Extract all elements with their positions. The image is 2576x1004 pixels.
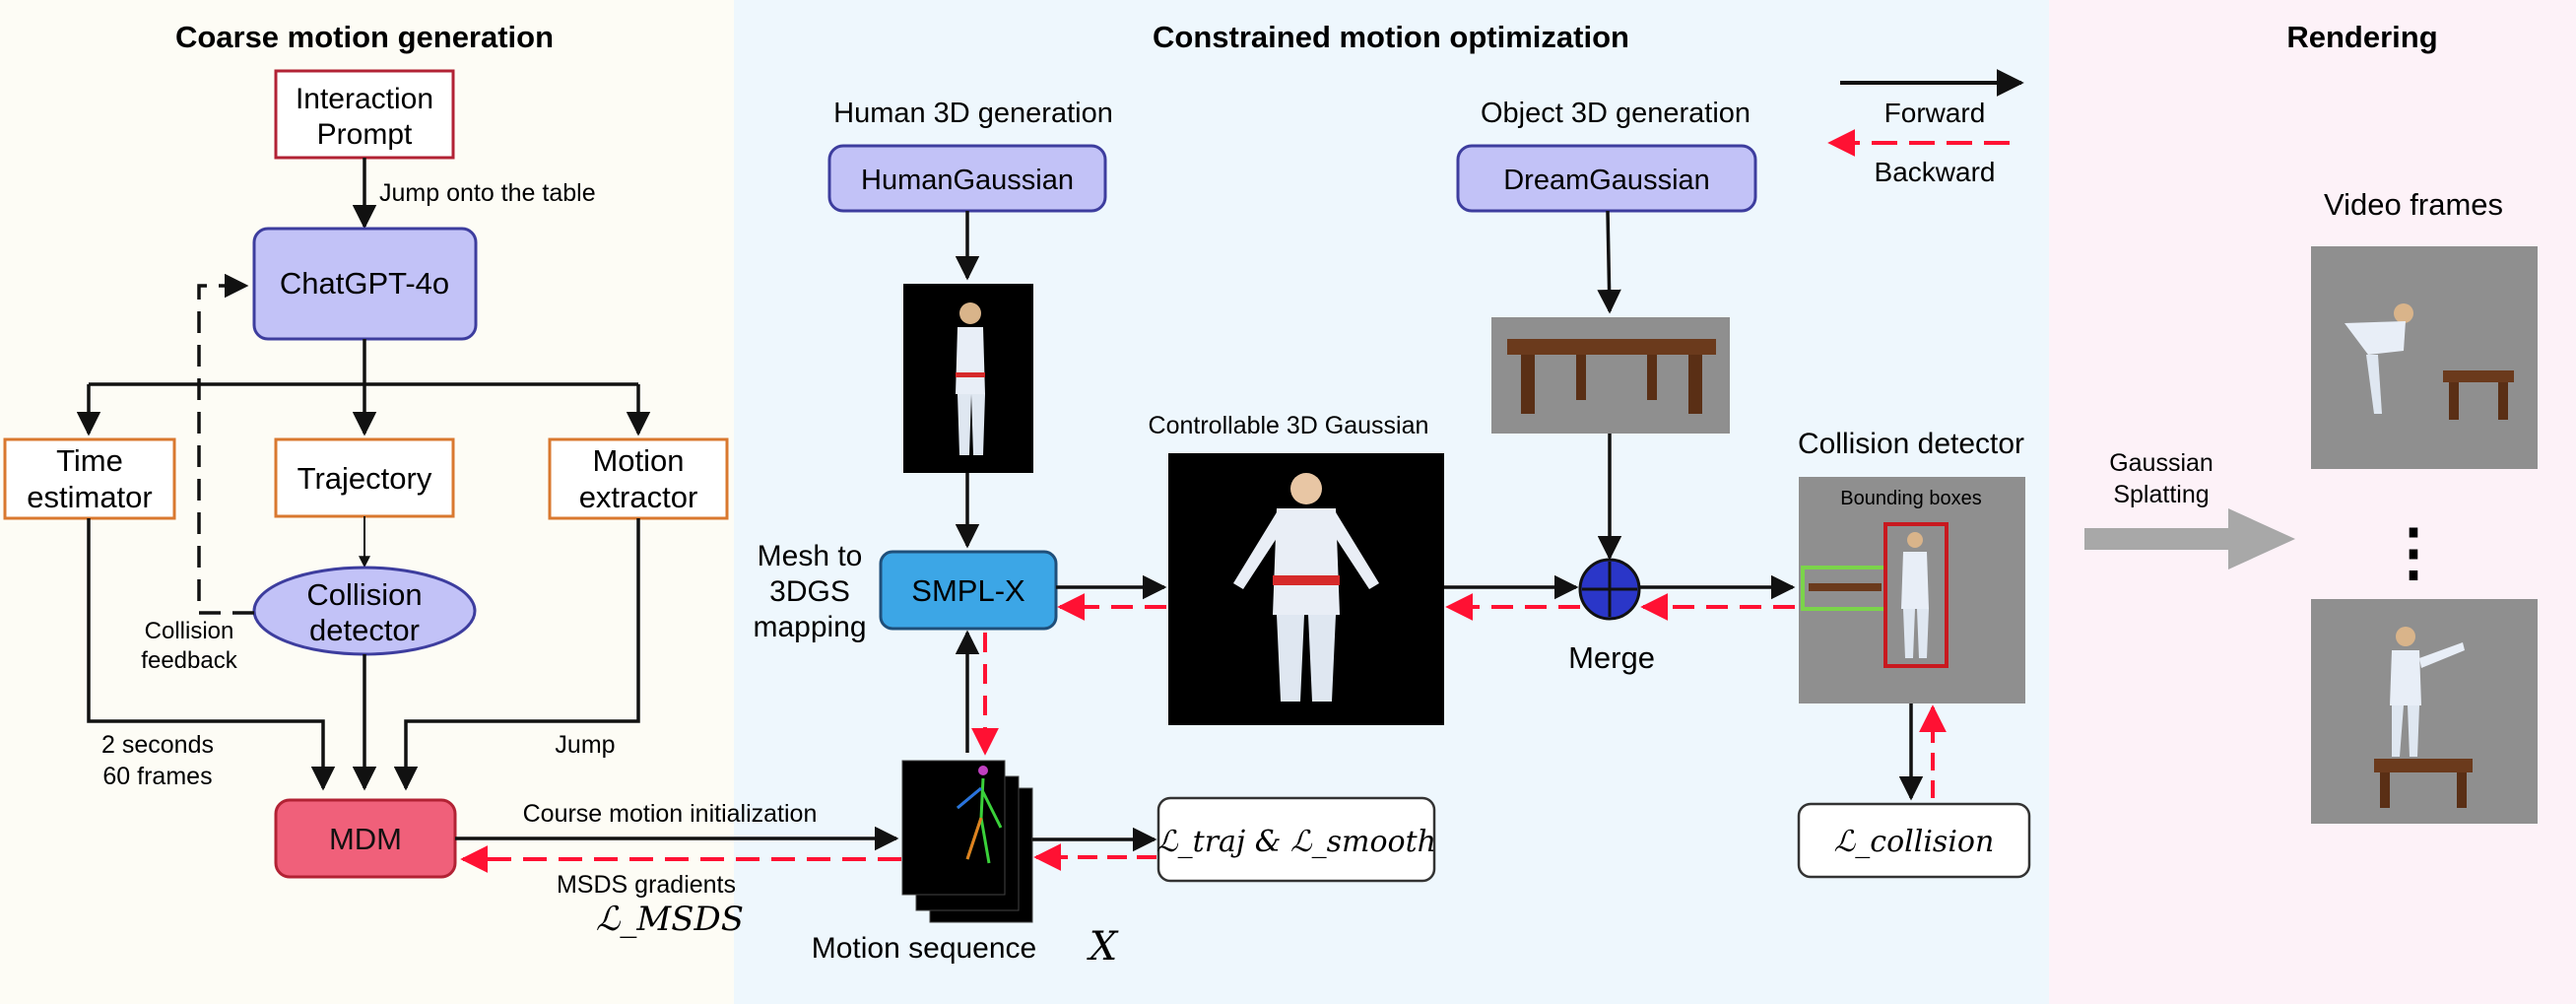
legend: Forward Backward (1827, 69, 2024, 187)
bounding-boxes-label: Bounding boxes (1840, 488, 1981, 509)
loss-msds-label: ℒ_MSDS (596, 900, 744, 939)
mesh-mapping-label-3: mapping (753, 611, 866, 643)
collision-detector-title: Collision detector (1798, 428, 2024, 460)
mesh-mapping-label-2: 3DGS (769, 575, 850, 608)
human-avatar-image (903, 284, 1033, 473)
time-output-label: 2 seconds (101, 731, 214, 759)
course-init-label: Course motion initialization (523, 800, 818, 828)
rendering-section-bg (2049, 0, 2576, 1004)
mesh-mapping-label: Mesh to (758, 540, 863, 572)
svg-text:ℒ_traj & ℒ_smooth: ℒ_traj & ℒ_smooth (1156, 825, 1436, 859)
dreamgaussian-box: DreamGaussian (1456, 144, 1757, 213)
merge-label: Merge (1568, 640, 1655, 675)
smplx-box: SMPL-X (879, 550, 1058, 631)
svg-text:ChatGPT-4o: ChatGPT-4o (280, 266, 449, 301)
collision-feedback-label-2: feedback (141, 647, 237, 674)
chatgpt-box: ChatGPT-4o (252, 227, 478, 341)
svg-text:ℒ_collision: ℒ_collision (1834, 825, 1995, 859)
splatting-label: Gaussian (2109, 449, 2213, 477)
object-gen-title: Object 3D generation (1481, 98, 1750, 129)
video-frame-2 (2311, 599, 2538, 824)
dreamgaussian-to-table-arrow (1597, 210, 1621, 314)
collision-detector-image (1799, 477, 2025, 703)
svg-text:Prompt: Prompt (317, 118, 413, 151)
motion-sequence-stack (901, 760, 1033, 923)
jump-output-label: Jump (555, 731, 615, 759)
constrained-section-title: Constrained motion optimization (1153, 20, 1629, 54)
human-gen-title: Human 3D generation (833, 98, 1113, 129)
mdm-box: MDM (274, 798, 457, 879)
coarse-section-title: Coarse motion generation (175, 20, 554, 54)
splatting-arrow (2084, 508, 2295, 569)
motion-sequence-label: Motion sequence (812, 932, 1037, 965)
coarse-collision-detector: Collision detector (252, 566, 477, 656)
video-frames-label: Video frames (2324, 187, 2503, 222)
svg-text:SMPL-X: SMPL-X (911, 573, 1025, 608)
interaction-prompt-box: Interaction Prompt (274, 69, 455, 160)
controllable-label: Controllable 3D Gaussian (1149, 412, 1429, 439)
splatting-label-2: Splatting (2113, 481, 2209, 508)
frames-ellipsis: ⋮ (2382, 516, 2445, 587)
time-to-mdm-line (87, 518, 336, 791)
legend-forward-label: Forward (1884, 98, 1986, 128)
time-output-label-2: 60 frames (102, 763, 212, 790)
legend-backward-label: Backward (1875, 157, 1996, 187)
svg-text:DreamGaussian: DreamGaussian (1503, 165, 1710, 196)
prompt-text-label: Jump onto the table (379, 179, 596, 207)
svg-text:estimator: estimator (27, 480, 152, 514)
svg-text:MDM: MDM (329, 822, 402, 856)
svg-text:Interaction: Interaction (296, 83, 433, 115)
svg-text:Motion: Motion (592, 443, 684, 478)
svg-text:HumanGaussian: HumanGaussian (861, 165, 1074, 196)
svg-text:Time: Time (56, 443, 123, 478)
time-estimator-box: Time estimator (3, 437, 176, 520)
collision-feedback-label: Collision (145, 618, 234, 644)
svg-text:Trajectory: Trajectory (297, 461, 432, 496)
video-frame-1 (2311, 246, 2538, 469)
svg-text:detector: detector (309, 613, 420, 647)
motion-extractor-box: Motion extractor (548, 437, 729, 520)
traj-smooth-loss-box: ℒ_traj & ℒ_smooth (1156, 796, 1436, 883)
controllable-gaussian-image (1168, 453, 1444, 725)
motion-symbol-label: X (1087, 924, 1119, 970)
svg-text:Collision: Collision (306, 577, 422, 612)
msds-gradients-label: MSDS gradients (557, 871, 736, 899)
extractor-to-mdm-line (393, 518, 640, 791)
collision-loss-box: ℒ_collision (1797, 802, 2031, 879)
table-object-image (1491, 317, 1730, 434)
merge-node (1578, 558, 1641, 621)
trajectory-box: Trajectory (274, 437, 455, 518)
svg-text:extractor: extractor (579, 480, 698, 514)
rendering-section-title: Rendering (2286, 20, 2437, 54)
collision-feedback-loop (197, 273, 254, 615)
humangaussian-box: HumanGaussian (827, 144, 1107, 213)
